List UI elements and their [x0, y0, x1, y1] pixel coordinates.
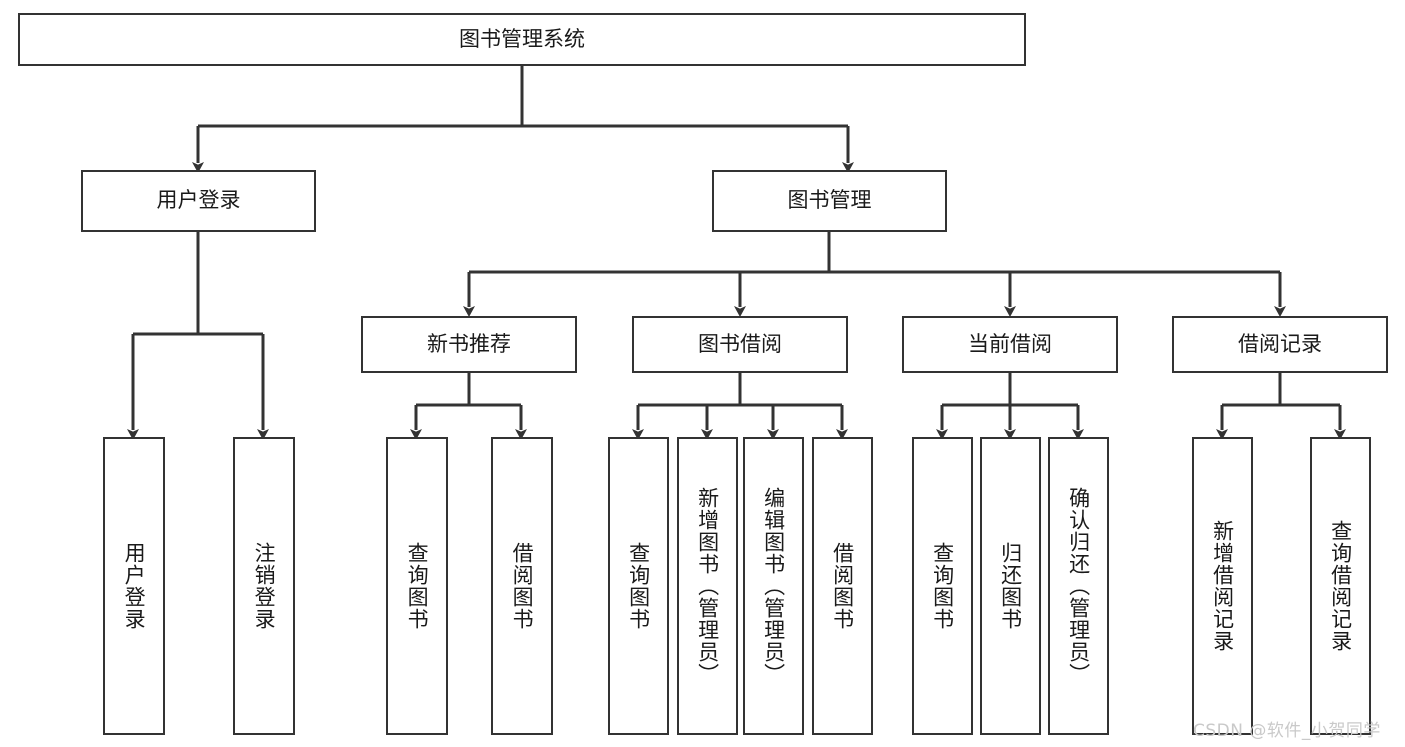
- leaf-user-login-2[interactable]: 注销登录: [233, 437, 295, 735]
- node-current-borrow[interactable]: 当前借阅: [902, 316, 1118, 373]
- node-borrow-record[interactable]: 借阅记录: [1172, 316, 1388, 373]
- node-user-login[interactable]: 用户登录: [81, 170, 316, 232]
- leaf-new-book-2-label: 借阅图书: [510, 542, 535, 630]
- leaf-borrow-record-1-label: 新增借阅记录: [1210, 520, 1235, 652]
- node-root-label: 图书管理系统: [459, 26, 585, 51]
- leaf-current-borrow-3[interactable]: 确认归还（管理员）: [1048, 437, 1109, 735]
- leaf-book-borrow-3-label: 编辑图书（管理员）: [761, 487, 786, 685]
- node-book-manage[interactable]: 图书管理: [712, 170, 947, 232]
- leaf-book-borrow-4[interactable]: 借阅图书: [812, 437, 873, 735]
- leaf-current-borrow-2[interactable]: 归还图书: [980, 437, 1041, 735]
- leaf-book-borrow-2-label: 新增图书（管理员）: [695, 487, 720, 685]
- node-new-book-recommend[interactable]: 新书推荐: [361, 316, 577, 373]
- node-book-manage-label: 图书管理: [787, 188, 872, 213]
- leaf-current-borrow-2-label: 归还图书: [998, 542, 1023, 630]
- leaf-user-login-2-label: 注销登录: [252, 542, 277, 630]
- leaf-borrow-record-2[interactable]: 查询借阅记录: [1310, 437, 1371, 735]
- leaf-book-borrow-2[interactable]: 新增图书（管理员）: [677, 437, 738, 735]
- leaf-borrow-record-1[interactable]: 新增借阅记录: [1192, 437, 1253, 735]
- leaf-current-borrow-1[interactable]: 查询图书: [912, 437, 973, 735]
- leaf-book-borrow-3[interactable]: 编辑图书（管理员）: [743, 437, 804, 735]
- leaf-borrow-record-2-label: 查询借阅记录: [1328, 520, 1353, 652]
- leaf-book-borrow-1[interactable]: 查询图书: [608, 437, 669, 735]
- leaf-book-borrow-1-label: 查询图书: [626, 542, 651, 630]
- node-book-borrow-label: 图书借阅: [698, 331, 782, 356]
- node-borrow-record-label: 借阅记录: [1238, 331, 1322, 356]
- node-root[interactable]: 图书管理系统: [18, 13, 1026, 66]
- leaf-new-book-2[interactable]: 借阅图书: [491, 437, 553, 735]
- leaf-current-borrow-1-label: 查询图书: [930, 542, 955, 630]
- node-user-login-label: 用户登录: [156, 188, 241, 213]
- leaf-book-borrow-4-label: 借阅图书: [830, 542, 855, 630]
- leaf-current-borrow-3-label: 确认归还（管理员）: [1066, 487, 1091, 685]
- leaf-new-book-1[interactable]: 查询图书: [386, 437, 448, 735]
- leaf-new-book-1-label: 查询图书: [405, 542, 430, 630]
- node-book-borrow[interactable]: 图书借阅: [632, 316, 848, 373]
- node-new-book-recommend-label: 新书推荐: [427, 331, 511, 356]
- node-current-borrow-label: 当前借阅: [968, 331, 1052, 356]
- leaf-user-login-1[interactable]: 用户登录: [103, 437, 165, 735]
- leaf-user-login-1-label: 用户登录: [122, 542, 147, 630]
